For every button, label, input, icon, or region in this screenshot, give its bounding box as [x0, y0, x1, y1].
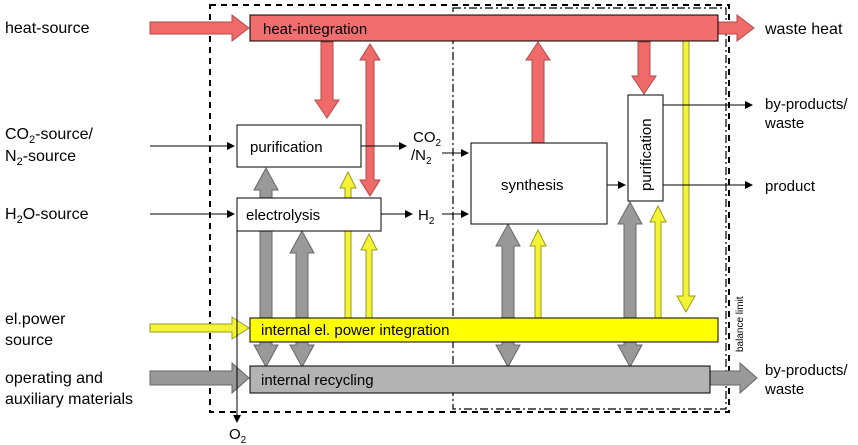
n2-stream-label: /N2 — [411, 147, 432, 167]
heat-integration-box — [249, 14, 719, 42]
power-to-electrolysis-arrow — [360, 232, 378, 319]
heat-electrolysis-double-arrow — [359, 43, 381, 197]
heat-integration-label: heat-integration — [263, 21, 367, 38]
recycle-electrolysis-arrow — [289, 229, 315, 369]
purification-right-label: purification — [638, 118, 655, 191]
byproducts-bottom-arrow — [709, 361, 758, 395]
purification-right-box — [627, 94, 664, 202]
power-integration-label: internal el. power integration — [261, 322, 449, 339]
product-label: product — [765, 178, 816, 195]
operating-materials-arrow — [149, 361, 250, 395]
elpower-arrow — [149, 316, 250, 340]
synthesis-label: synthesis — [501, 177, 564, 194]
heat-to-purification-right-arrow — [631, 41, 657, 95]
power-to-synthesis-arrow — [529, 228, 547, 319]
co2-source-label: CO2-source/ — [5, 126, 93, 146]
elpower-label-line1: el.power — [5, 311, 66, 328]
heat-to-purification-arrow — [314, 41, 340, 119]
balance-limit-label: balance limit — [735, 296, 746, 352]
byproducts-top-line1: by-products/ — [765, 96, 848, 113]
o2-stream-label: O2 — [229, 426, 247, 445]
recycling-label: internal recycling — [261, 372, 374, 389]
waste-heat-label: waste heat — [764, 21, 843, 38]
heat-source-label: heat-source — [5, 20, 90, 37]
byproducts-bottom-line2: waste — [764, 381, 804, 398]
byproducts-bottom-line1: by-products/ — [765, 362, 848, 379]
recycling-box — [249, 365, 711, 394]
operating-label-line1: operating and — [5, 370, 103, 387]
h2-stream-label: H2 — [418, 207, 435, 227]
purification-box — [236, 124, 362, 168]
co2-stream-label: CO2 — [413, 129, 442, 149]
waste-heat-arrow — [717, 13, 755, 43]
electrolysis-label: electrolysis — [246, 207, 320, 224]
purification-label: purification — [250, 139, 323, 156]
synthesis-box — [470, 142, 608, 225]
recycle-synthesis-arrow — [495, 222, 521, 369]
byproducts-top-line2: waste — [764, 115, 804, 132]
electrolysis-box — [236, 197, 382, 232]
synthesis-to-heat-arrow — [525, 41, 551, 144]
h2o-source-label: H2O-source — [5, 206, 89, 226]
power-to-purification-right-arrow — [649, 204, 667, 319]
power-to-purification-arrow — [339, 170, 357, 319]
elpower-label-line2: source — [5, 332, 53, 349]
power-integration-box — [249, 317, 719, 343]
operating-label-line2: auxiliary materials — [5, 391, 133, 408]
heat-source-arrow — [149, 13, 250, 43]
balance-limit-boundary — [452, 7, 727, 410]
heat-to-power-arrow — [676, 39, 696, 314]
n2-source-label: N2-source — [5, 148, 76, 168]
